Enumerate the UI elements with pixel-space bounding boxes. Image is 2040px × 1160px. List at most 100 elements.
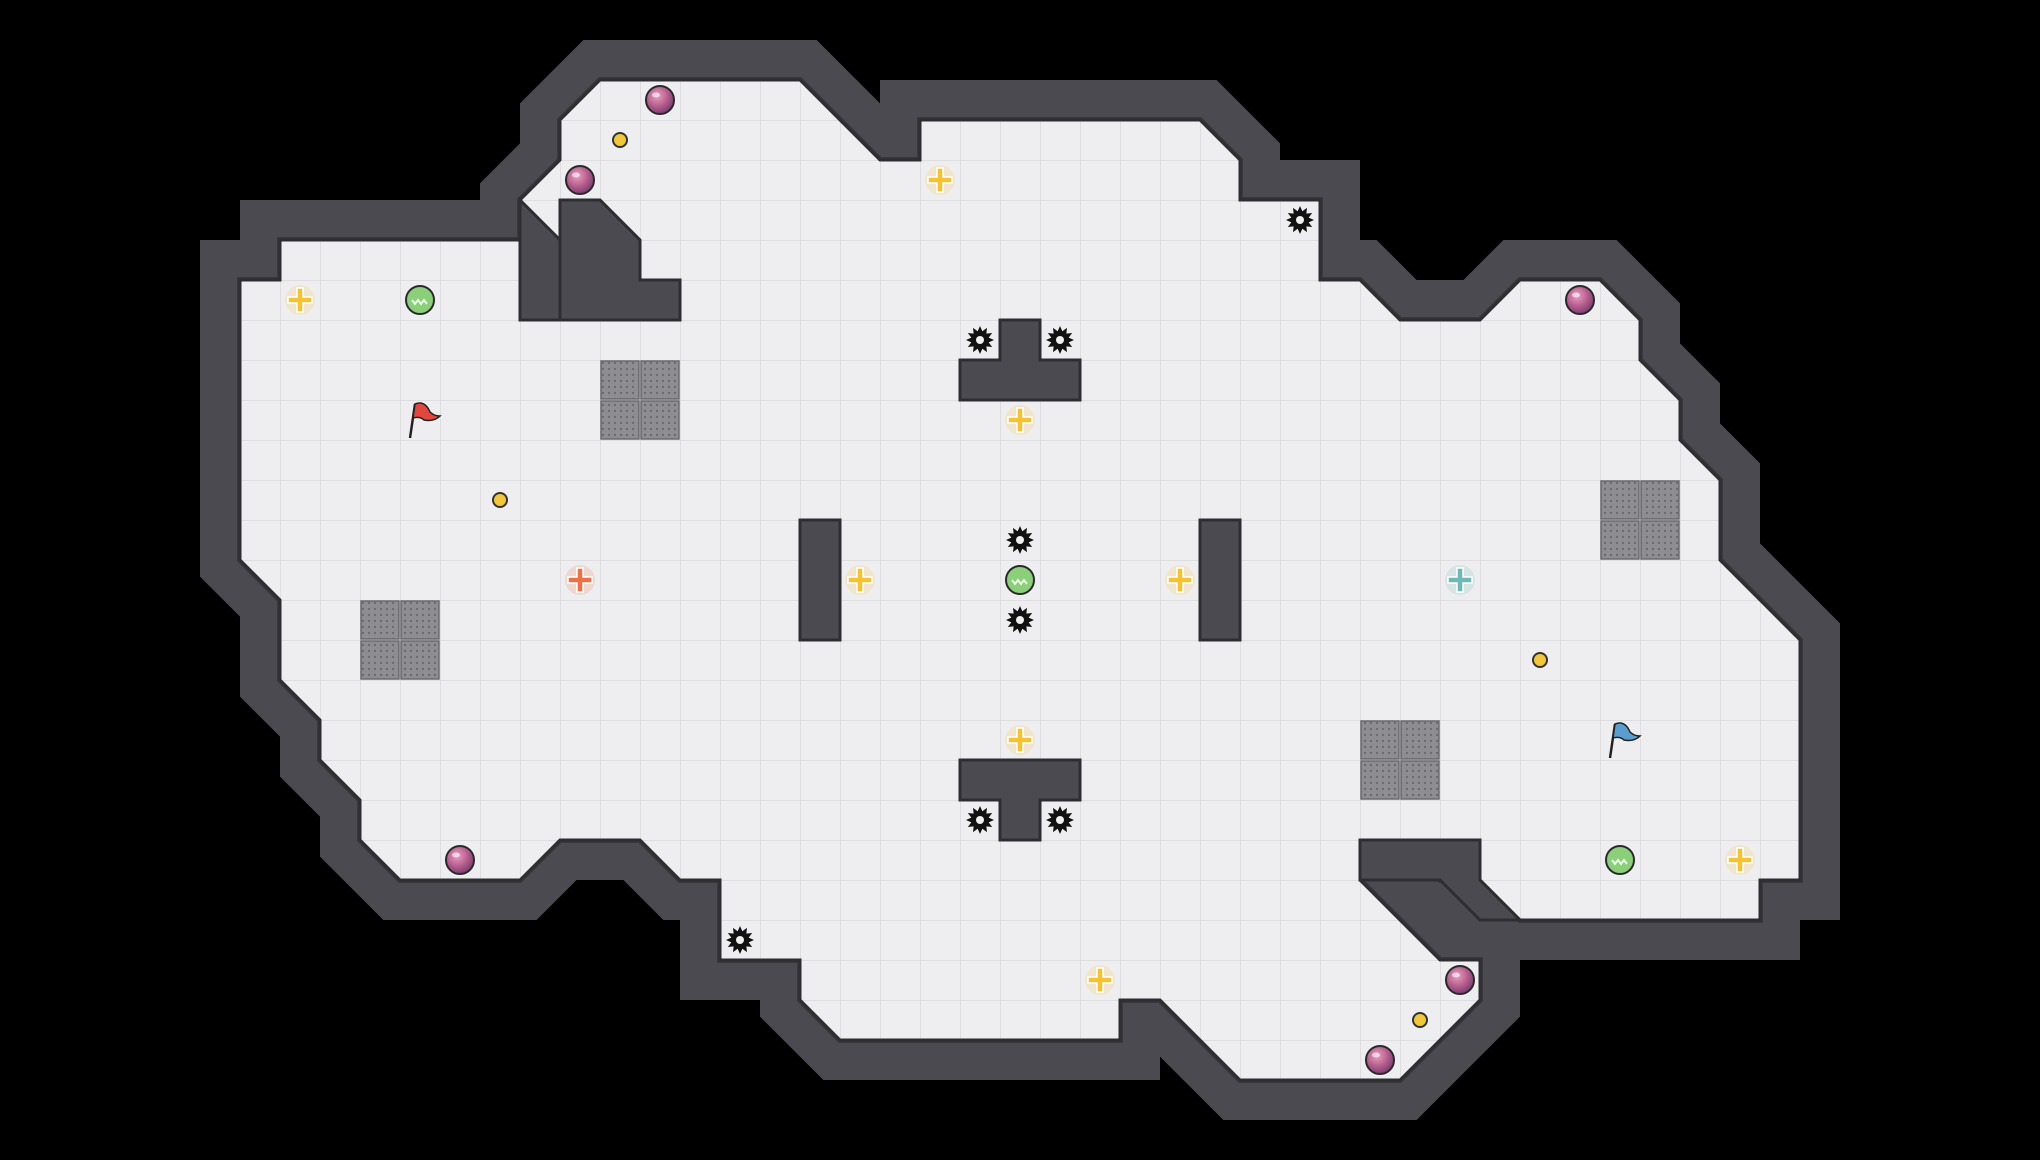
gold-bomb-icon	[492, 492, 508, 508]
zigzag-icon	[1611, 858, 1628, 866]
boost-cross	[1167, 567, 1193, 593]
orb-shine	[572, 172, 580, 178]
pink-powerup-icon	[1445, 965, 1475, 995]
orb-shine	[452, 852, 460, 858]
boost-cross	[1007, 727, 1033, 753]
spike-icon	[1286, 206, 1314, 234]
yellow-boost-icon	[1005, 725, 1035, 755]
pink-orb	[645, 85, 675, 115]
gold-dot	[492, 492, 508, 508]
red-boost-icon	[565, 565, 595, 595]
spike-center	[1296, 216, 1304, 224]
orb-shine	[652, 92, 660, 98]
inner-wall-block	[958, 318, 1082, 402]
spike-center	[1016, 616, 1024, 624]
yellow-boost-icon	[1005, 405, 1035, 435]
vent-tile	[1360, 760, 1400, 800]
flag-cloth	[1612, 722, 1642, 742]
spike-center	[976, 816, 984, 824]
yellow-boost-icon	[925, 165, 955, 195]
red-flag-icon	[408, 402, 442, 439]
spike-icon	[1006, 526, 1034, 554]
spike-icon	[966, 806, 994, 834]
spike-center	[1056, 336, 1064, 344]
inner-wall-block	[558, 198, 682, 322]
pink-orb	[1565, 285, 1595, 315]
pink-orb	[1445, 965, 1475, 995]
vent-tile	[400, 640, 440, 680]
boost-cross	[847, 567, 873, 593]
gold-bomb-icon	[1412, 1012, 1428, 1028]
spike-center	[1056, 816, 1064, 824]
yellow-boost-icon	[1085, 965, 1115, 995]
vent-tile	[400, 600, 440, 640]
boost-cross	[287, 287, 313, 313]
vent-tile	[1640, 480, 1680, 520]
green-orb	[405, 285, 435, 315]
flag-cloth	[412, 402, 442, 422]
spike-center	[976, 336, 984, 344]
boost-cross	[1447, 567, 1473, 593]
inner-wall-block	[1358, 838, 1524, 922]
vent-tile	[600, 400, 640, 440]
gold-dot	[1532, 652, 1548, 668]
vent-tile	[1400, 760, 1440, 800]
green-powerup-icon	[1005, 565, 1035, 595]
orb-shine	[1372, 1052, 1380, 1058]
pink-orb	[445, 845, 475, 875]
vent-tile	[1600, 480, 1640, 520]
inner-wall-block	[518, 196, 562, 322]
vent-tile	[1640, 520, 1680, 560]
spike-icon	[966, 326, 994, 354]
yellow-boost-icon	[1725, 845, 1755, 875]
vent-tile	[360, 640, 400, 680]
vent-tile	[640, 360, 680, 400]
vent-tile	[640, 400, 680, 440]
spike-icon	[726, 926, 754, 954]
pink-orb	[1365, 1045, 1395, 1075]
yellow-boost-icon	[1165, 565, 1195, 595]
pink-powerup-icon	[1565, 285, 1595, 315]
spike-icon	[1006, 606, 1034, 634]
pink-powerup-icon	[1365, 1045, 1395, 1075]
spike-icon	[1046, 326, 1074, 354]
yellow-boost-icon	[285, 285, 315, 315]
green-orb	[1005, 565, 1035, 595]
green-powerup-icon	[1605, 845, 1635, 875]
boost-cross	[567, 567, 593, 593]
map-items	[285, 85, 1755, 1075]
inner-wall-block	[798, 518, 842, 642]
gold-dot	[612, 132, 628, 148]
boost-cross	[1007, 407, 1033, 433]
boost-cross	[1727, 847, 1753, 873]
zigzag-icon	[411, 298, 428, 306]
pink-powerup-icon	[445, 845, 475, 875]
orb-shine	[1572, 292, 1580, 298]
pink-orb	[565, 165, 595, 195]
yellow-boost-icon	[845, 565, 875, 595]
inner-wall-block	[1198, 518, 1242, 642]
green-orb	[1605, 845, 1635, 875]
vent-tile	[360, 600, 400, 640]
spike-center	[1016, 536, 1024, 544]
vent-tile	[600, 360, 640, 400]
zigzag-icon	[1011, 578, 1028, 586]
gold-bomb-icon	[612, 132, 628, 148]
gold-bomb-icon	[1532, 652, 1548, 668]
green-powerup-icon	[405, 285, 435, 315]
boost-cross	[1087, 967, 1113, 993]
pink-powerup-icon	[565, 165, 595, 195]
vent-tiles	[360, 360, 1680, 800]
pink-powerup-icon	[645, 85, 675, 115]
blue-flag-icon	[1608, 722, 1642, 759]
spike-icon	[1046, 806, 1074, 834]
orb-shine	[1452, 972, 1460, 978]
teal-boost-icon	[1445, 565, 1475, 595]
gold-dot	[1412, 1012, 1428, 1028]
spike-center	[736, 936, 744, 944]
inner-wall-block	[958, 758, 1082, 842]
vent-tile	[1400, 720, 1440, 760]
boost-cross	[927, 167, 953, 193]
